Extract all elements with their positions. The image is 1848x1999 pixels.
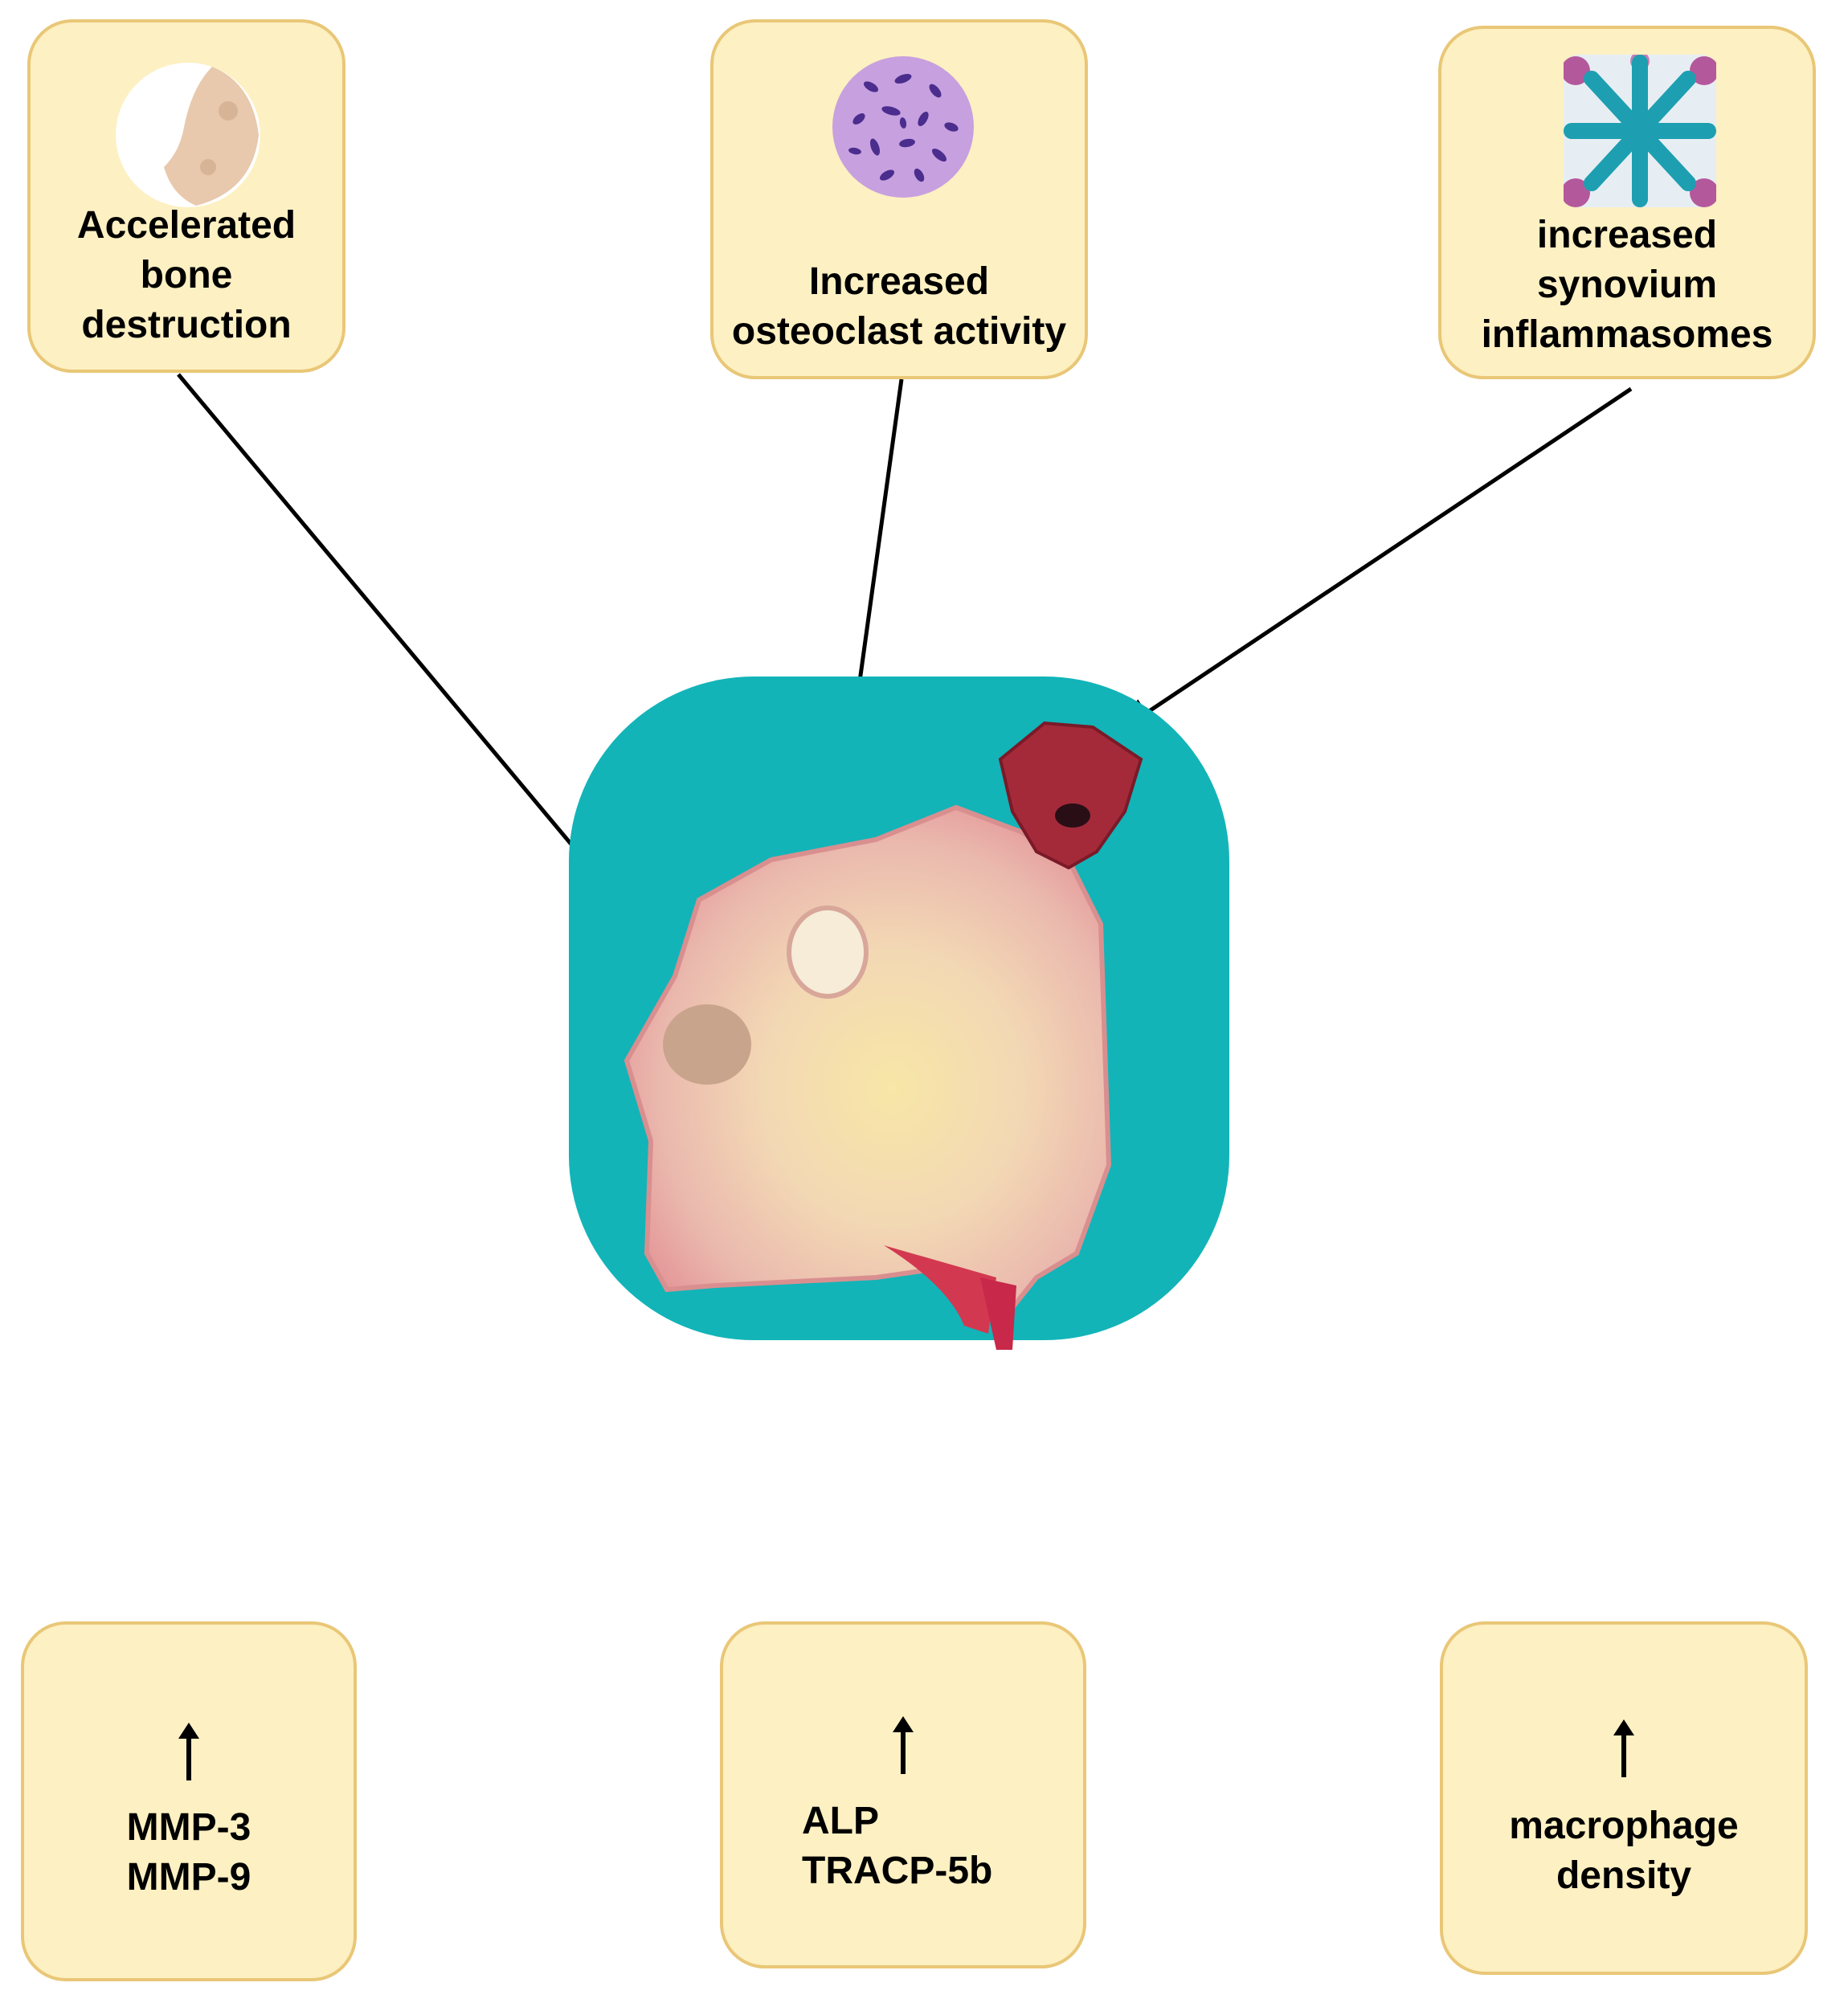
histology-slide-icon [832,56,974,198]
box-line: TRACP-5b [802,1850,993,1892]
bone-specimen-icon [623,721,1143,1350]
box-line: MMP-9 [126,1856,251,1899]
box-synovium-inflammasomes: increased synovium inflammasomes [1438,26,1816,379]
box-macrophage-density: macrophage density [1440,1621,1808,1975]
box-bone-destruction: Accelerated bone destruction [27,19,345,373]
box-line: increased [1536,214,1718,256]
box-line: bone [140,254,233,296]
bone-fragment-icon [116,63,260,207]
up-arrow-icon [178,1723,199,1780]
box-line: macrophage [1509,1805,1739,1847]
box-line: ALP [802,1800,879,1842]
box-line: MMP-3 [126,1806,251,1849]
box-osteoclast-activity: Increased osteoclast activity [710,19,1088,379]
inflammasome-icon [1564,55,1716,207]
arrow-synovium [1113,386,1633,735]
box-line: synovium [1536,264,1718,306]
box-alp-tracp: ALP TRACP-5b [720,1621,1086,1968]
box-line: destruction [81,304,292,346]
box-line: density [1556,1854,1692,1897]
box-line: osteoclast activity [731,310,1067,353]
box-line: Accelerated [76,204,296,247]
box-line: Increased [808,260,990,303]
box-line: inflammasomes [1481,313,1773,356]
up-arrow-icon [893,1716,914,1774]
box-mmp: MMP-3 MMP-9 [21,1621,357,1981]
up-arrow-icon [1613,1719,1634,1777]
